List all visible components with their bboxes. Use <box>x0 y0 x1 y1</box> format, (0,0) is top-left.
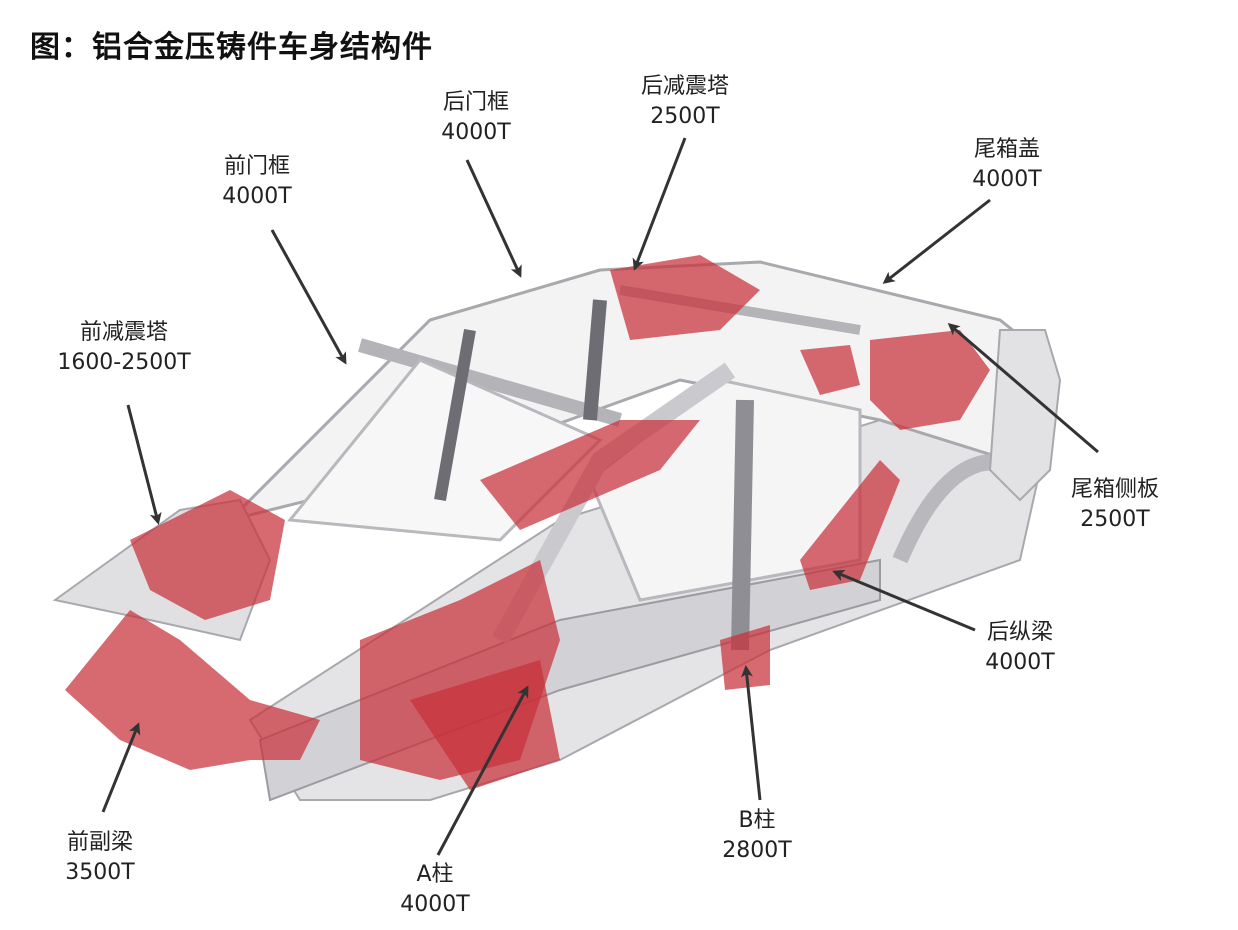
arrow-a-pillar <box>436 685 529 856</box>
callout-name: 后纵梁 <box>986 620 1053 645</box>
callout-rear-shock-tower: 后减震塔 2500T <box>641 72 729 132</box>
callout-tonnage: 3500T <box>65 860 135 885</box>
rear-upper-casting <box>800 345 860 395</box>
rear-trunk-casting <box>870 330 990 430</box>
callout-name: 尾箱侧板 <box>1070 477 1160 502</box>
callout-trunk-lid: 尾箱盖 4000T <box>972 135 1041 195</box>
arrow-front-subframe <box>101 722 141 813</box>
arrow-rear-longitudinal-beam <box>832 569 976 632</box>
rear-shock-tower-casting <box>610 255 760 340</box>
callout-front-door-frame: 前门框 4000T <box>222 152 291 212</box>
callout-name: 后减震塔 <box>640 74 730 99</box>
callout-name: 前副梁 <box>66 830 133 855</box>
callout-name: A柱 <box>416 862 454 887</box>
arrow-front-door-frame <box>270 229 347 365</box>
arrow-front-shock-tower <box>126 404 162 525</box>
callout-tonnage: 2800T <box>722 838 792 863</box>
front-subframe-casting <box>65 610 320 770</box>
leader-arrows <box>101 137 1099 856</box>
callout-tonnage: 4000T <box>441 120 511 145</box>
roof-bow-front <box>358 338 622 427</box>
callout-trunk-side-panel: 尾箱侧板 2500T <box>1071 475 1159 535</box>
callout-tonnage: 4000T <box>972 167 1042 192</box>
callout-rear-door-frame: 后门框 4000T <box>441 88 510 148</box>
callout-name: 前门框 <box>223 154 290 179</box>
arrow-trunk-lid <box>882 198 991 284</box>
b-pillar-base-casting <box>720 625 770 690</box>
callout-rear-longitudinal-beam: 后纵梁 4000T <box>985 618 1054 678</box>
c-pillar-frame <box>583 299 607 421</box>
figure-title: 图：铝合金压铸件车身结构件 <box>30 30 433 65</box>
callout-name: 尾箱盖 <box>973 137 1040 162</box>
arrow-trunk-side-panel <box>947 323 1099 454</box>
b-pillar-frame <box>731 399 754 651</box>
rear-pillar-frame <box>434 328 476 502</box>
callout-tonnage: 1600-2500T <box>57 350 191 375</box>
trunk-frame <box>988 329 1062 502</box>
arrow-b-pillar <box>740 665 762 801</box>
callout-tonnage: 4000T <box>400 892 470 917</box>
callout-name: B柱 <box>738 808 776 833</box>
callout-b-pillar: B柱 2800T <box>722 806 791 866</box>
callout-name: 后门框 <box>442 90 509 115</box>
callout-front-shock-tower: 前减震塔 1600-2500T <box>57 318 190 378</box>
callout-name: 前减震塔 <box>79 320 169 345</box>
casting-highlights <box>65 255 990 790</box>
rear-longitudinal-beam-casting <box>800 460 900 590</box>
arrow-rear-door-frame <box>465 159 522 278</box>
front-door-frame-casting <box>480 420 700 530</box>
callout-a-pillar: A柱 4000T <box>400 860 469 920</box>
callout-front-subframe: 前副梁 3500T <box>65 828 134 888</box>
callout-tonnage: 2500T <box>650 104 720 129</box>
arrow-rear-shock-tower <box>632 137 687 271</box>
callout-tonnage: 2500T <box>1080 507 1150 532</box>
front-shock-tower-casting <box>130 490 285 620</box>
callout-tonnage: 4000T <box>985 650 1055 675</box>
callout-tonnage: 4000T <box>222 184 292 209</box>
